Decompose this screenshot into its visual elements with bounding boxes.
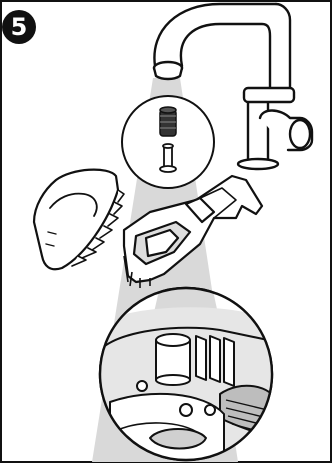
filter-cartridge [160,107,176,136]
filter-detail-circle [122,96,214,188]
step-number-badge: 5 [2,10,36,44]
